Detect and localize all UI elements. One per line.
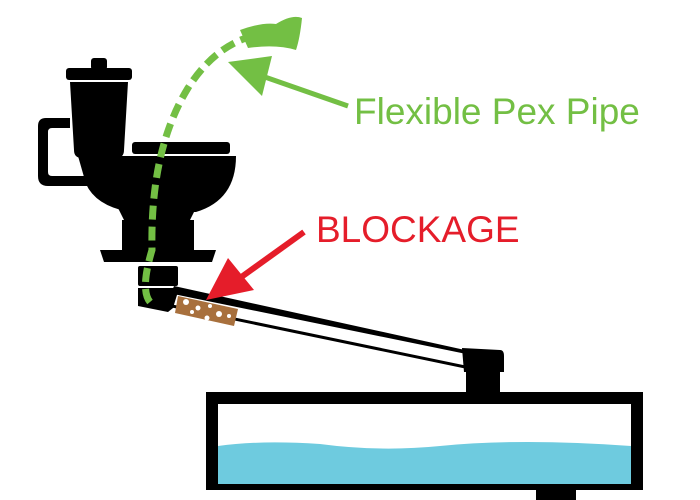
blockage-arrow-shaft xyxy=(238,229,306,281)
toilet-neck xyxy=(118,208,196,220)
tank-knob xyxy=(91,58,107,70)
pipe-body xyxy=(170,291,476,370)
pex-pipe-line xyxy=(142,34,248,305)
drain-pipe xyxy=(170,286,504,394)
tank-inlet xyxy=(466,372,500,394)
blockage-debris xyxy=(175,296,238,326)
blockage-callout-arrow xyxy=(206,229,306,300)
debris-mass xyxy=(175,296,238,326)
pipe-arrow-shaft xyxy=(261,73,349,109)
tank-outlet xyxy=(536,490,576,500)
toilet-seat xyxy=(132,142,230,154)
tank-water xyxy=(218,442,631,484)
toilet-pedestal xyxy=(122,220,194,250)
debris-specks xyxy=(183,299,231,321)
toilet-base xyxy=(100,250,216,262)
septic-tank xyxy=(206,392,643,500)
pipe-end-fitting xyxy=(462,348,504,372)
toilet-bowl xyxy=(78,156,236,212)
tank-lid xyxy=(66,68,132,80)
toilet-tank xyxy=(70,82,128,158)
pipe-callout-arrow xyxy=(228,56,349,109)
toilet xyxy=(38,58,236,312)
blockage-label: BLOCKAGE xyxy=(316,209,520,250)
pipe-arrow-head xyxy=(228,56,272,96)
pipe-label: Flexible Pex Pipe xyxy=(354,91,640,132)
pex-pipe-nozzle xyxy=(240,16,302,50)
pex-pipe xyxy=(142,16,302,305)
blockage-arrow-head xyxy=(206,258,254,300)
